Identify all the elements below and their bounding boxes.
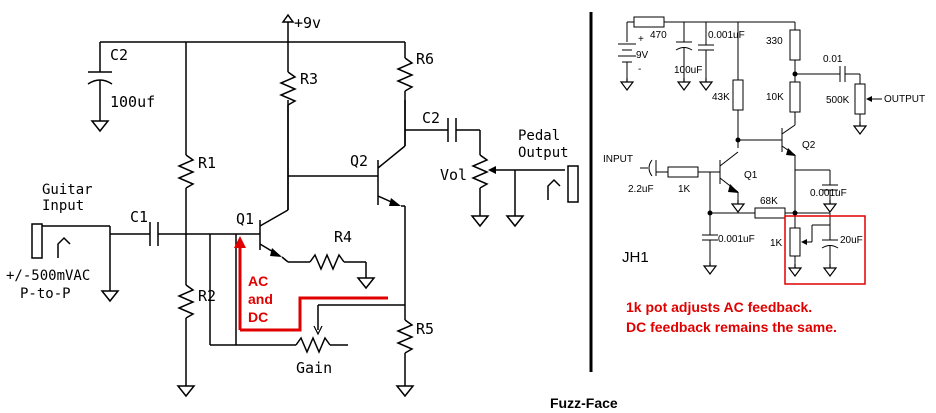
r6-label: R6 — [416, 50, 434, 68]
caption: Fuzz-Face — [550, 395, 618, 411]
note-line-2: DC feedback remains the same. — [626, 319, 837, 335]
supply-label: +9v — [294, 14, 321, 32]
r4-label: R4 — [334, 228, 352, 246]
c001-mid-label: 0.001uF — [718, 234, 755, 245]
q2-right-label: Q2 — [802, 140, 816, 151]
c100-label: 100uF — [674, 65, 702, 76]
ac-dc-label-3: DC — [248, 309, 268, 325]
vol-label: Vol — [440, 166, 467, 184]
c1-label: C1 — [130, 208, 148, 226]
note-line-1: 1k pot adjusts AC feedback. — [626, 299, 812, 315]
c2-output-label: C2 — [422, 109, 440, 127]
guitar-input-label-1: Guitar — [42, 182, 93, 198]
pot500k-label: 500K — [826, 95, 850, 106]
pot1k-label: 1K — [770, 238, 783, 249]
q1-label: Q1 — [236, 210, 254, 228]
guitar-input-label-2: Input — [42, 198, 84, 214]
c2-top-label: C2 — [110, 46, 128, 64]
input-label: INPUT — [603, 154, 633, 165]
r1-label: R1 — [198, 154, 216, 172]
c001-low-label: 0.001uF — [810, 188, 847, 199]
battery-plus: + — [638, 34, 644, 45]
r43k-label: 43K — [712, 92, 730, 103]
r68k-label: 68K — [760, 196, 778, 207]
q2-label: Q2 — [350, 152, 368, 170]
ac-dc-label-2: and — [248, 291, 273, 307]
c2-top-value: 100uf — [110, 93, 155, 111]
c001-top-label: 0.001uF — [708, 30, 745, 41]
c20-label: 20uF — [840, 235, 863, 246]
r330-label: 330 — [766, 36, 783, 47]
battery-label: 9V — [636, 50, 649, 61]
jh1-label: JH1 — [622, 249, 649, 266]
c001-label: 0.01 — [823, 54, 843, 65]
r2-label: R2 — [198, 287, 216, 305]
pedal-output-label-2: Output — [518, 145, 569, 161]
battery-minus: - — [638, 64, 641, 75]
ac-dc-label-1: AC — [248, 273, 268, 289]
r10k-label: 10K — [766, 92, 784, 103]
c22-label: 2.2uF — [628, 184, 654, 195]
q1-right-label: Q1 — [744, 170, 758, 181]
right-schematic — [618, 16, 882, 285]
signal-label-2: P-to-P — [20, 286, 71, 302]
r5-label: R5 — [416, 320, 434, 338]
left-schematic — [31, 13, 579, 397]
pedal-output-label-1: Pedal — [518, 128, 560, 144]
gain-label: Gain — [296, 359, 332, 377]
output-label: OUTPUT — [884, 94, 925, 105]
r470-label: 470 — [650, 30, 667, 41]
signal-label-1: +/-500mVAC — [6, 268, 90, 284]
r3-label: R3 — [300, 70, 318, 88]
r1k-input-label: 1K — [678, 184, 691, 195]
